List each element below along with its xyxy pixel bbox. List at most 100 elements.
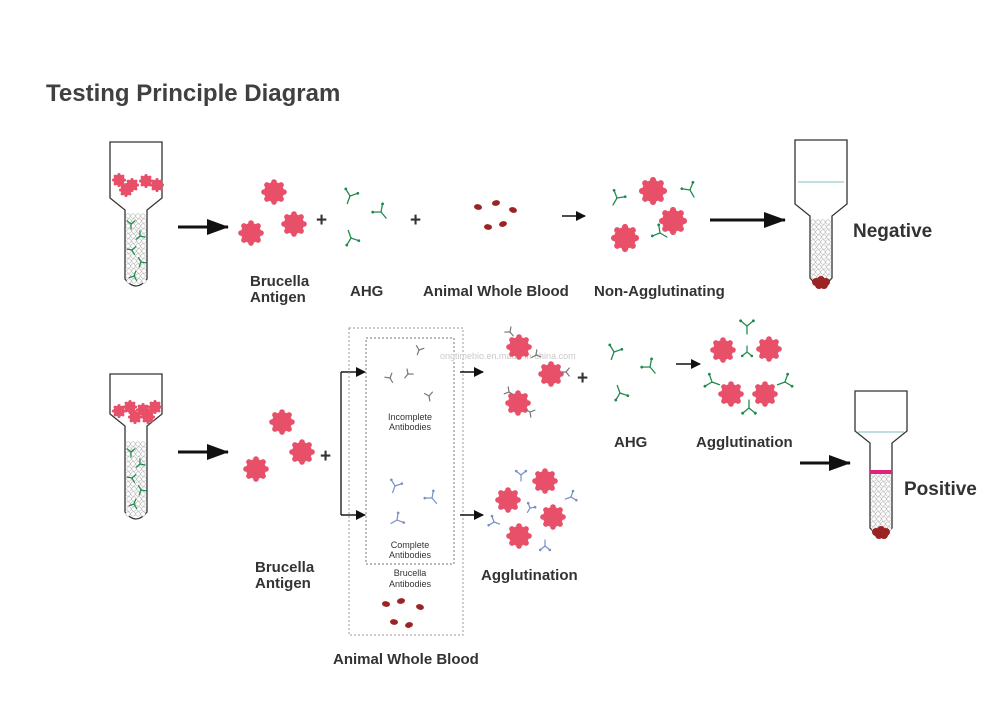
brucella-antigen-icon xyxy=(495,487,521,513)
ahg-label: AHG xyxy=(614,434,647,451)
brucella-antigen-icon xyxy=(281,211,307,237)
brucella-antigen-label-line2: Antigen xyxy=(255,575,311,592)
brucella-antigen-icon xyxy=(752,381,778,407)
incomplete-antibody-icon xyxy=(404,368,414,379)
incomplete-antibody-icon xyxy=(504,326,514,337)
brucella-antigen-icon xyxy=(538,361,564,387)
complete-antibody-icon xyxy=(389,478,404,494)
page-title: Testing Principle Diagram xyxy=(46,80,340,107)
negative-outcome-label: Negative xyxy=(853,221,932,242)
red-blood-cell-icon xyxy=(474,204,482,210)
brucella-antigen-icon xyxy=(638,176,668,206)
red-blood-cell-icon xyxy=(405,622,413,628)
branch-bracket xyxy=(340,371,360,516)
ahg-antibody-icon xyxy=(739,319,755,335)
incomplete-antibodies-label-line1: Incomplete xyxy=(388,412,432,422)
red-blood-cell-icon xyxy=(484,224,492,230)
brucella-antibodies-label-line1: Brucella xyxy=(394,568,427,578)
brucella-antigen-icon xyxy=(238,179,307,246)
brucella-antigen-icon xyxy=(127,409,143,425)
brucella-antigen-icon xyxy=(118,182,134,198)
ahg-antibody-icon xyxy=(135,230,146,240)
non-agglutinating-mixture-icon xyxy=(610,176,695,253)
test-tube-negative xyxy=(794,139,848,289)
red-blood-cell-icon xyxy=(382,598,424,628)
agglutination-label-top: Agglutination xyxy=(696,434,793,451)
brucella-antigen-icon xyxy=(243,456,269,482)
ahg-antibody-icon xyxy=(740,345,754,358)
complete-antibody-icon xyxy=(538,539,552,552)
ahg-antibody-icon xyxy=(650,223,668,238)
complete-antibodies-label-line2: Antibodies xyxy=(389,550,432,560)
brucella-antigen-icon xyxy=(756,336,782,362)
ahg-antibody-icon xyxy=(137,257,147,268)
ahg-antibody-icon xyxy=(680,180,695,198)
incomplete-antibodies-label-line2: Antibodies xyxy=(389,422,432,432)
complete-antibody-icon xyxy=(487,514,501,527)
brucella-antigen-icon xyxy=(506,523,532,549)
complete-antibody-icon xyxy=(389,478,438,525)
test-tube-positive xyxy=(854,390,908,539)
brucella-antigen-icon xyxy=(147,399,163,415)
incomplete-antibody-icon xyxy=(384,344,433,402)
animal-whole-blood-label: Animal Whole Blood xyxy=(333,651,479,668)
red-blood-cell-icon xyxy=(880,531,888,539)
brucella-antigen-label-line1: Brucella xyxy=(255,559,315,576)
red-blood-cell-icon xyxy=(382,601,390,607)
ahg-antibody-icon xyxy=(608,343,624,361)
sensitized-antigen-icon xyxy=(503,326,570,418)
brucella-antigen-icon xyxy=(710,337,736,363)
ahg-antibody-icon xyxy=(741,399,757,415)
brucella-antigen-icon xyxy=(140,409,156,425)
ahg-antibody-icon xyxy=(344,187,387,247)
brucella-antigen-icon xyxy=(111,172,127,188)
ahg-antibody-icon xyxy=(137,485,147,496)
complete-antibodies-label-line1: Complete xyxy=(391,540,430,550)
ahg-antibody-icon xyxy=(128,270,138,282)
ahg-antibody-icon xyxy=(608,343,656,402)
agglutination-cluster-icon xyxy=(487,468,578,552)
ahg-antibody-icon xyxy=(126,474,137,484)
brucella-antigen-icon xyxy=(718,381,744,407)
non-agglutinating-label: Non-Agglutinating xyxy=(594,283,725,300)
brucella-antigen-icon xyxy=(122,399,138,415)
reaction-band xyxy=(870,470,892,474)
brucella-antigen-icon xyxy=(261,179,287,205)
watermark: ongtimebio.en.made-in-china.com xyxy=(440,351,576,361)
agglutination-label-bottom: Agglutination xyxy=(481,567,578,584)
brucella-antigen-icon xyxy=(289,439,315,465)
ahg-antibody-icon xyxy=(128,498,138,510)
incomplete-antibody-icon xyxy=(503,386,514,396)
red-blood-cell-icon xyxy=(416,604,424,610)
plus-sign: + xyxy=(410,210,421,231)
brucella-antigen-icon xyxy=(111,403,127,419)
complete-antibody-icon xyxy=(390,511,406,525)
brucella-antigen-icon xyxy=(540,504,566,530)
brucella-antigen-icon xyxy=(532,468,558,494)
brucella-antigen-label-line2: Antigen xyxy=(250,289,306,306)
incomplete-antibody-icon xyxy=(415,344,425,356)
brucella-antigen-label-line1: Brucella xyxy=(250,273,310,290)
ahg-label: AHG xyxy=(350,283,383,300)
brucella-antigen-icon xyxy=(506,334,532,360)
ahg-antibody-icon xyxy=(776,372,794,388)
plus-sign: + xyxy=(316,210,327,231)
brucella-antigen-icon xyxy=(269,409,295,435)
ahg-antibody-icon xyxy=(640,357,656,374)
agglutination-cluster-icon xyxy=(703,319,794,415)
animal-whole-blood-label: Animal Whole Blood xyxy=(423,283,569,300)
positive-outcome-label: Positive xyxy=(904,479,977,500)
red-blood-cell-icon xyxy=(499,221,507,227)
ahg-antibody-icon xyxy=(612,188,627,206)
ahg-antibody-icon xyxy=(345,229,361,247)
incomplete-antibody-icon xyxy=(384,372,394,383)
plus-sign: + xyxy=(320,446,331,467)
red-blood-cell-icon xyxy=(820,281,828,289)
test-tube-start-row1 xyxy=(109,141,165,287)
incomplete-antibody-icon xyxy=(531,349,542,359)
complete-antibody-icon xyxy=(514,469,528,482)
brucella-antigen-icon xyxy=(243,409,315,482)
red-blood-cell-icon xyxy=(509,207,517,213)
